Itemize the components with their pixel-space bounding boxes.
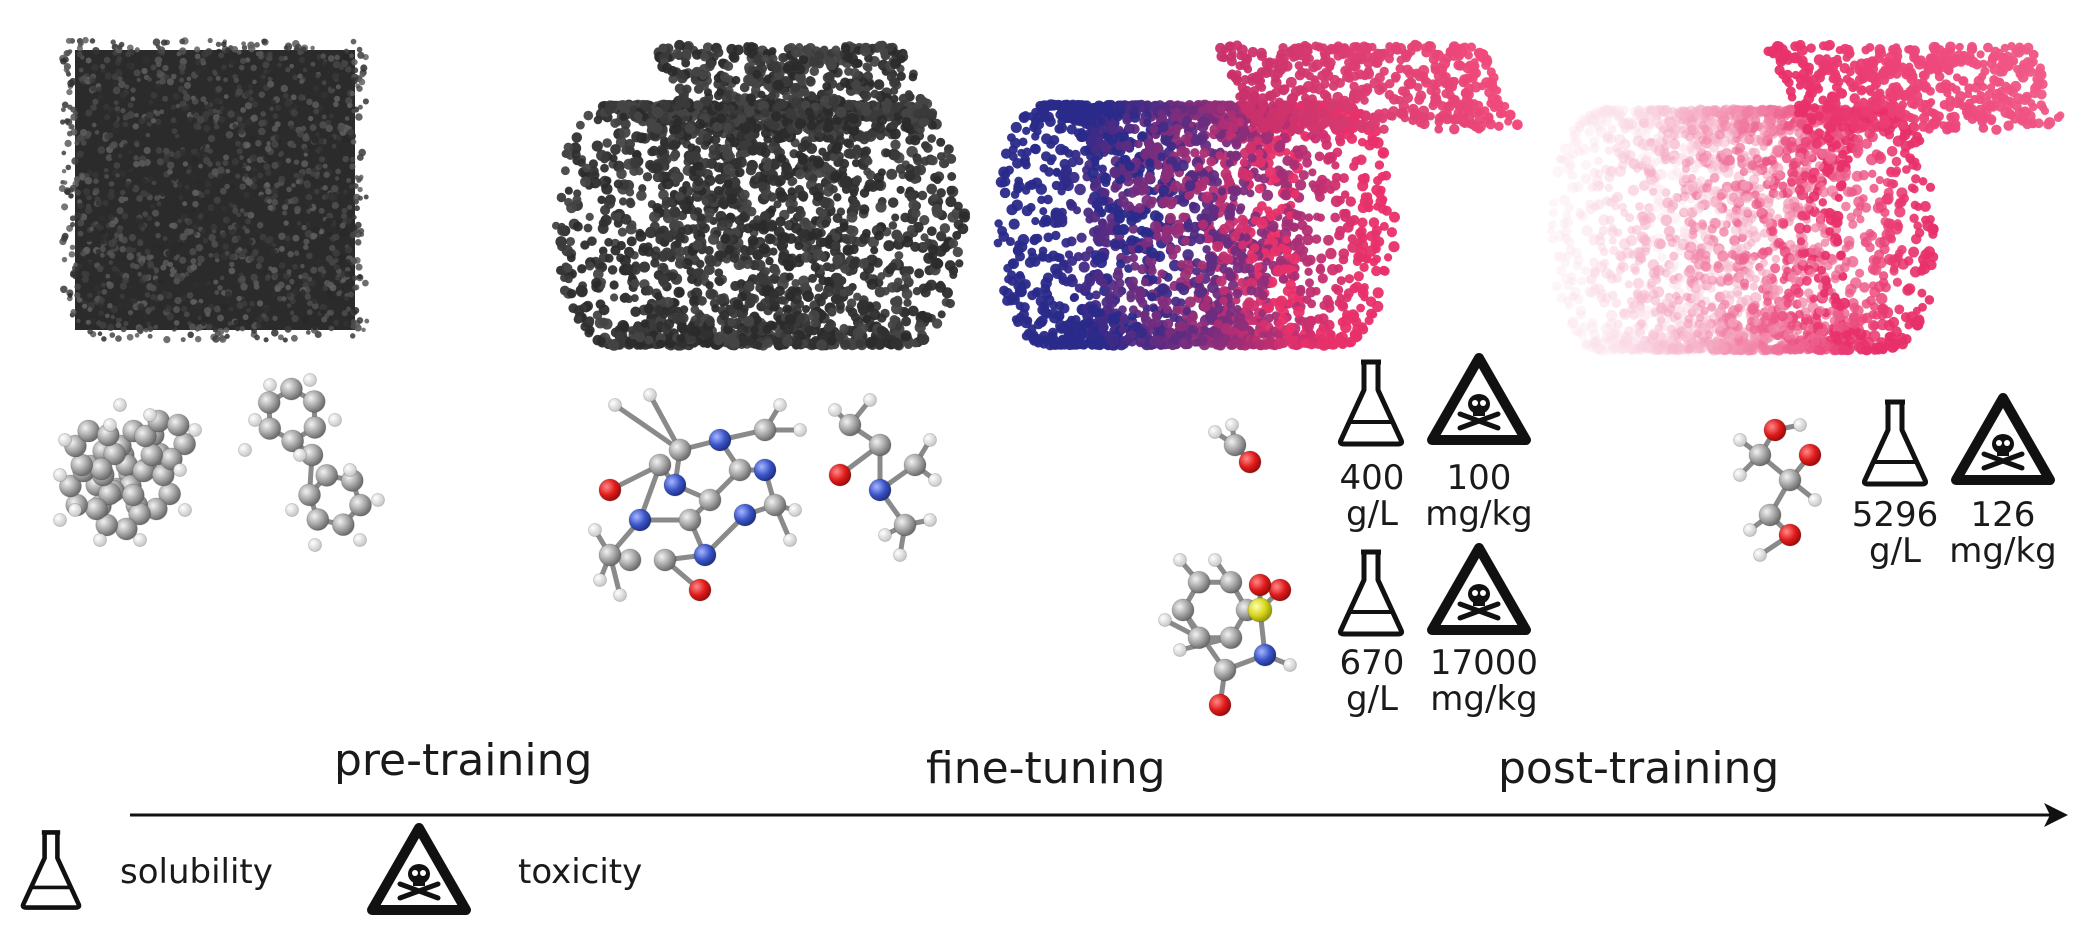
stage-label-pretraining: pre-training <box>334 735 593 786</box>
pretraining-point-cloud-square <box>58 36 370 344</box>
stage-label-finetuning: fine-tuning <box>926 743 1166 794</box>
flask-icon <box>20 830 82 910</box>
stage-label-posttraining: post-training <box>1498 743 1780 794</box>
legend-solubility-label: solubility <box>120 852 273 892</box>
skull-crossbones-warning-icon <box>1951 393 2055 485</box>
molecule-biphenyl <box>238 373 385 552</box>
finetuning-point-cloud-tube <box>993 39 1523 351</box>
molecule-polycyclic-aromatic <box>53 398 202 547</box>
molecule-formaldehyde <box>1208 418 1262 474</box>
skull-crossbones-warning-icon <box>1427 353 1531 445</box>
skull-crossbones-warning-icon <box>367 823 471 915</box>
flask-icon <box>1861 399 1929 487</box>
molecule-propanediol <box>1733 418 1822 562</box>
flask-icon <box>1337 359 1405 447</box>
molecule-caffeine <box>588 388 807 602</box>
posttraining-point-cloud-tube <box>1546 39 2065 356</box>
flask-icon <box>1337 549 1405 637</box>
timeline-arrow <box>130 803 2068 827</box>
molecule-dimethylacetamide <box>828 393 942 562</box>
molecule-saccharin <box>1158 553 1297 717</box>
pretraining-point-cloud-tube <box>551 39 970 351</box>
legend-toxicity-label: toxicity <box>518 852 643 892</box>
skull-crossbones-warning-icon <box>1427 543 1531 635</box>
